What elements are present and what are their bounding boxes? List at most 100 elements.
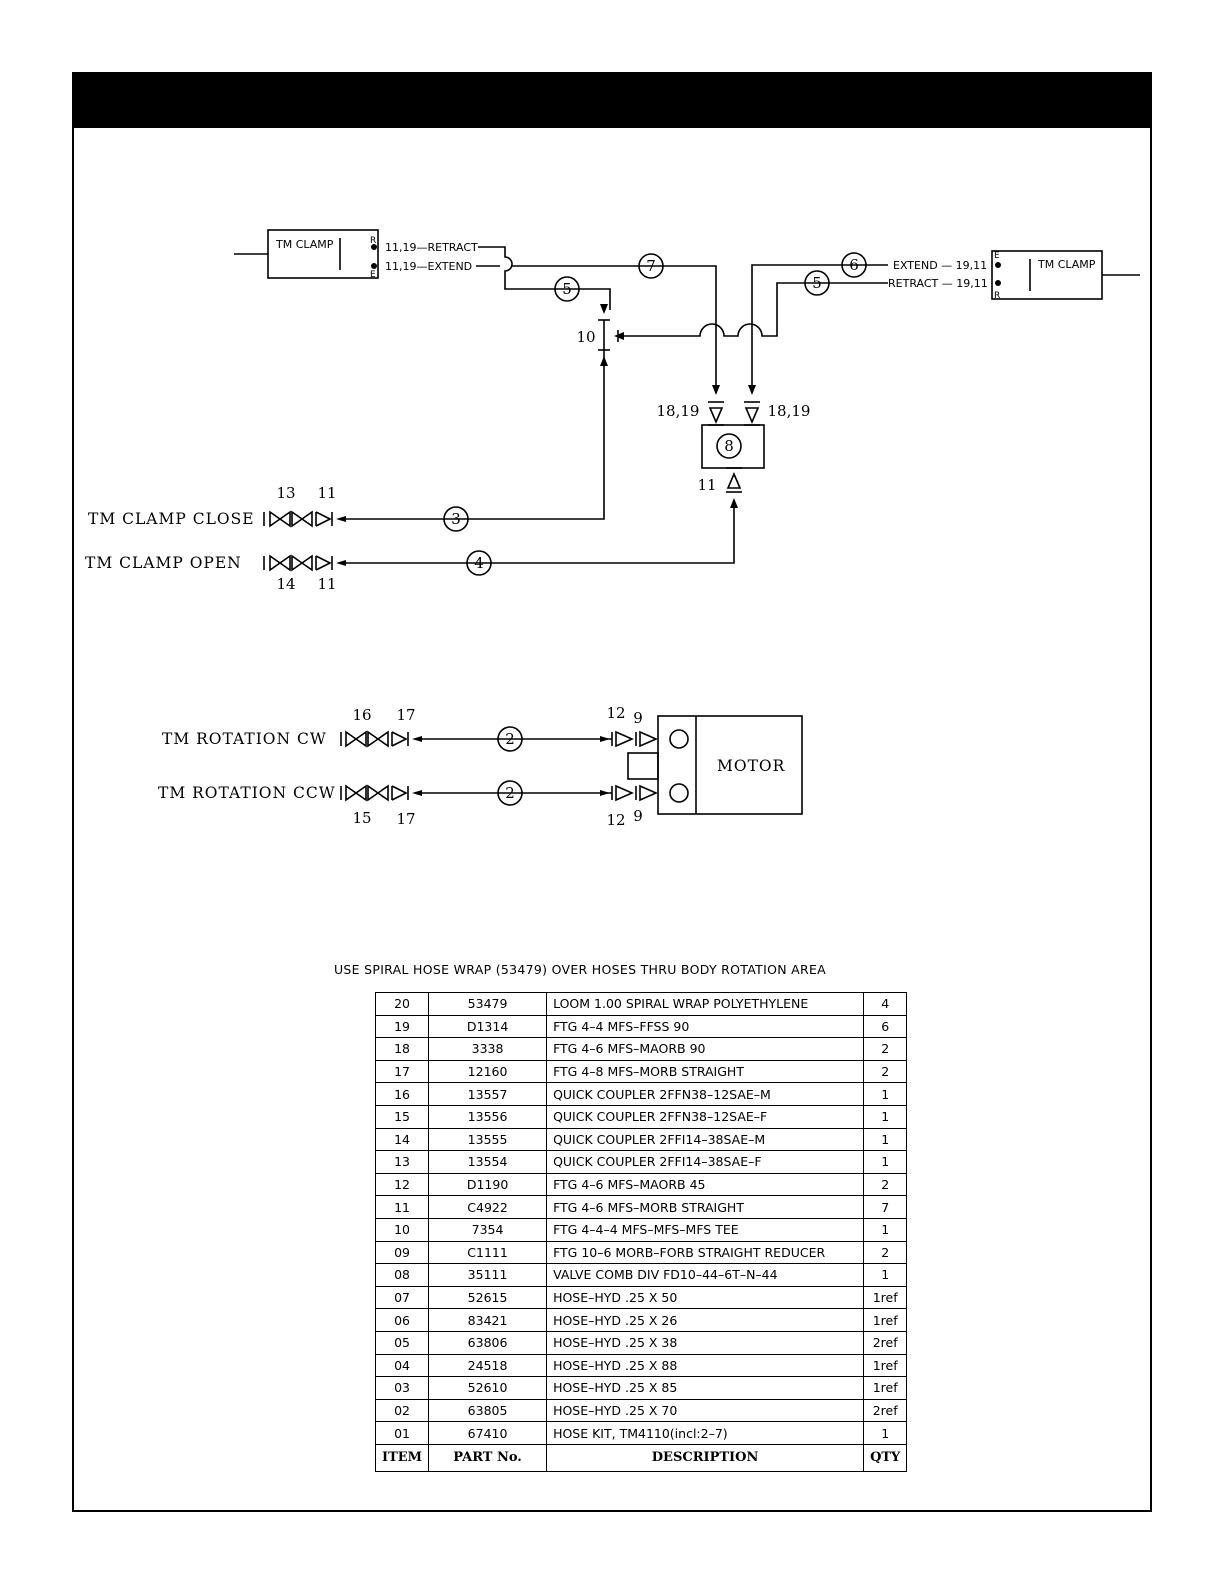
- left-extend-label: 11,19—EXTEND: [385, 260, 472, 273]
- cell-item: 07: [374, 1285, 430, 1310]
- left-clamp-label: TM CLAMP: [275, 238, 334, 251]
- cell-part: 52610: [428, 1376, 548, 1400]
- cell-part: 13556: [428, 1104, 548, 1129]
- cell-item: 18: [374, 1037, 430, 1061]
- valve-bottom-port-label: 11: [697, 476, 716, 494]
- cell-item: 10: [374, 1217, 430, 1242]
- cell-part: 13554: [428, 1150, 548, 1174]
- header-bar: [72, 72, 1152, 128]
- parts-note: USE SPIRAL HOSE WRAP (53479) OVER HOSES …: [333, 962, 827, 977]
- cell-item: 02: [374, 1398, 430, 1423]
- cell-part: 67410: [428, 1421, 548, 1445]
- cell-qty: 1ref: [863, 1376, 908, 1400]
- cell-description: VALVE COMB DIV FD10–44–6T–N–44: [546, 1263, 865, 1287]
- cell-description: LOOM 1.00 SPIRAL WRAP POLYETHYLENE: [546, 992, 865, 1016]
- hose-balloon-7: [638, 253, 664, 279]
- cell-item: 19: [374, 1014, 430, 1039]
- right-clamp-port-r: R: [994, 291, 1000, 301]
- open-fitting-label: 11: [317, 575, 336, 593]
- cell-item: 13: [374, 1150, 430, 1174]
- cell-item: 06: [374, 1308, 430, 1332]
- close-fitting-label: 11: [317, 484, 336, 502]
- right-extend-label: EXTEND — 19,11: [893, 259, 987, 272]
- cell-part: 63805: [428, 1398, 548, 1423]
- cell-description: QUICK COUPLER 2FFN38–12SAE–F: [546, 1104, 865, 1129]
- cell-qty: 1ref: [863, 1308, 908, 1332]
- cw-fitting-label: 17: [396, 706, 415, 724]
- cell-item: 08: [374, 1263, 430, 1287]
- cell-item: 15: [374, 1104, 430, 1129]
- rotation-ccw-label: TM ROTATION CCW: [158, 784, 336, 802]
- tee-label: 10: [576, 328, 595, 346]
- valve-balloon-8: [716, 433, 742, 459]
- cell-qty: 1ref: [863, 1285, 908, 1310]
- hose-balloon-2-cw: [497, 726, 523, 752]
- cell-qty: 7: [863, 1195, 908, 1219]
- cell-item: 11: [374, 1195, 430, 1219]
- left-clamp-port-e: E: [370, 270, 376, 280]
- balloon-text-7: 7: [646, 257, 656, 275]
- cell-item: 09: [374, 1240, 430, 1265]
- cell-item: 12: [374, 1172, 430, 1197]
- clamp-close-label: TM CLAMP CLOSE: [88, 510, 255, 528]
- cell-qty: 2: [863, 1059, 908, 1084]
- cell-part: D1190: [428, 1172, 548, 1197]
- cell-qty: 2: [863, 1037, 908, 1061]
- cell-qty: 1: [863, 1082, 908, 1106]
- header-item: ITEM: [374, 1443, 430, 1472]
- cell-description: FTG 4–4–4 MFS–MFS–MFS TEE: [546, 1217, 865, 1242]
- hose-balloon-2-ccw: [497, 780, 523, 806]
- cell-qty: 1: [863, 1127, 908, 1152]
- cell-description: FTG 4–8 MFS–MORB STRAIGHT: [546, 1059, 865, 1084]
- cell-part: C1111: [428, 1240, 548, 1265]
- cell-description: FTG 4–4 MFS–FFSS 90: [546, 1014, 865, 1039]
- cell-item: 04: [374, 1353, 430, 1378]
- valve-left-port-label: 18,19: [657, 402, 700, 420]
- balloon-text-2-cw: 2: [505, 730, 515, 748]
- cell-description: HOSE–HYD .25 X 26: [546, 1308, 865, 1332]
- cell-description: QUICK COUPLER 2FFI14–38SAE–M: [546, 1127, 865, 1152]
- balloon-text-5b: 5: [812, 274, 822, 292]
- cell-qty: 1ref: [863, 1353, 908, 1378]
- ccw-left-fitting-label: 12: [606, 811, 625, 829]
- cell-description: HOSE KIT, TM4110(incl:2–7): [546, 1421, 865, 1445]
- cell-part: 63806: [428, 1330, 548, 1355]
- cell-part: C4922: [428, 1195, 548, 1219]
- cell-item: 14: [374, 1127, 430, 1152]
- hose-balloon-4: [466, 550, 492, 576]
- cell-part: D1314: [428, 1014, 548, 1039]
- cell-item: 05: [374, 1330, 430, 1355]
- cell-description: HOSE–HYD .25 X 70: [546, 1398, 865, 1423]
- right-retract-label: RETRACT — 19,11: [888, 277, 988, 290]
- cell-qty: 4: [863, 992, 908, 1016]
- cell-item: 03: [374, 1376, 430, 1400]
- cell-description: QUICK COUPLER 2FFN38–12SAE–M: [546, 1082, 865, 1106]
- balloon-text-2-ccw: 2: [505, 784, 515, 802]
- balloon-text-8: 8: [724, 437, 734, 455]
- hose-balloon-5-right: [804, 270, 830, 296]
- ccw-coupler-label: 15: [352, 809, 371, 827]
- cell-description: HOSE–HYD .25 X 88: [546, 1353, 865, 1378]
- header-description: DESCRIPTION: [546, 1443, 865, 1472]
- header-part: PART No.: [428, 1443, 548, 1472]
- ccw-fitting-label: 17: [396, 810, 415, 828]
- right-clamp-label: TM CLAMP: [1037, 258, 1096, 271]
- cell-part: 24518: [428, 1353, 548, 1378]
- cell-part: 35111: [428, 1263, 548, 1287]
- left-clamp-port-r: R: [370, 236, 376, 246]
- cell-item: 01: [374, 1421, 430, 1445]
